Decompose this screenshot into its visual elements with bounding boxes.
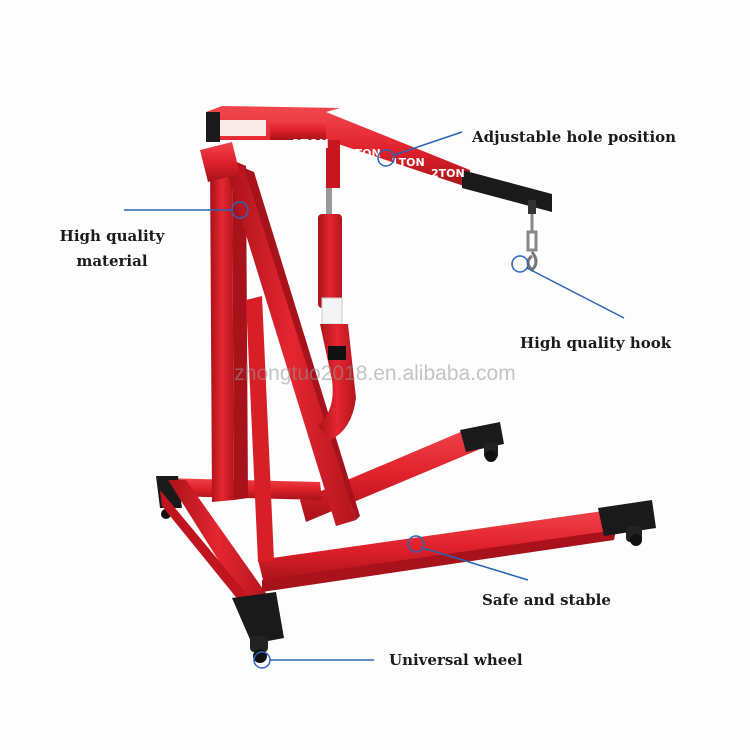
callout-material-line1: High quality — [59, 227, 165, 245]
front-cross-frame — [160, 480, 284, 663]
marker-hook — [511, 255, 529, 273]
callout-material: High quality material — [56, 224, 168, 274]
callout-lines — [124, 131, 625, 669]
hook-chain — [526, 200, 538, 273]
callout-adjustable-hole: Adjustable hole position — [472, 128, 677, 146]
callout-hook: High quality hook — [520, 334, 672, 352]
boom-label-1: 2TON — [292, 137, 329, 151]
marker-stable — [407, 535, 425, 553]
hydraulic-ram — [318, 188, 356, 440]
callout-wheel: Universal wheel — [389, 651, 523, 669]
front-leg — [258, 500, 656, 592]
boom-label-2: 1TON — [347, 147, 381, 160]
boom-label-3: 1TON — [391, 156, 425, 169]
callout-stable: Safe and stable — [482, 591, 611, 609]
watermark: zhongtuo2018.en.alibaba.com — [234, 362, 516, 385]
boom-label-4: 2TON — [431, 167, 465, 180]
marker-adjustable-hole — [377, 149, 395, 167]
callout-material-line2: material — [76, 252, 148, 270]
mast — [210, 158, 248, 502]
